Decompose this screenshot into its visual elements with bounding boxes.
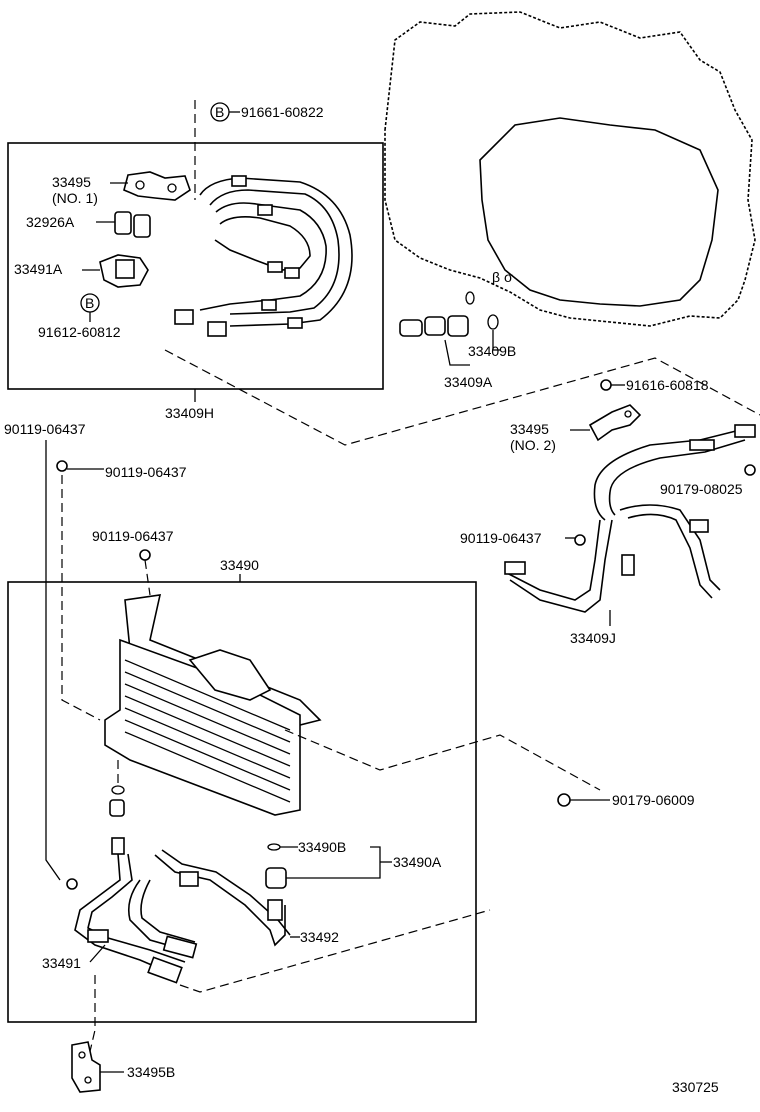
bolt-90119-c: [139, 549, 151, 561]
bolt-90119-lower: [66, 878, 78, 890]
oil-cooler-33490: [104, 594, 322, 816]
label-90119-06437-right: 90119-06437: [460, 530, 542, 546]
label-90119-06437-third: 90119-06437: [92, 528, 174, 544]
cushion-32926a: [114, 211, 151, 238]
label-33490a: 33490A: [393, 854, 442, 870]
label-33490: 33490: [220, 557, 259, 573]
bracket-33495b: [71, 1041, 101, 1093]
hose-assembly-33409j: [504, 424, 756, 613]
label-33495-no2: 33495: [510, 421, 549, 437]
hose-assembly-33409h: [174, 175, 353, 337]
b-mark-top-text: B: [215, 104, 224, 120]
label-91616-60818: 91616-60818: [626, 377, 709, 393]
label-90119-06437-top: 90119-06437: [4, 421, 86, 437]
nut-90179-08025: [744, 464, 756, 476]
fittings-cooler-bottom: [109, 785, 125, 855]
label-90179-08025: 90179-08025: [660, 481, 743, 497]
fittings-33409a: [399, 291, 499, 337]
transmission-housing: β σ: [384, 11, 756, 327]
union-33490a: [265, 867, 287, 889]
bracket-33495-no1: [123, 171, 191, 201]
leader-cooler-right: [284, 729, 601, 791]
label-33490b: 33490B: [298, 839, 346, 855]
leader-bolt-a: [61, 475, 101, 721]
label-33409h: 33409H: [165, 405, 214, 421]
label-33495-no2-sub: (NO. 2): [510, 437, 556, 453]
box-33490: [7, 581, 477, 1023]
bolt-90119-right: [574, 534, 586, 546]
label-91612-60812: 91612-60812: [38, 324, 121, 340]
label-32926a: 32926A: [26, 214, 75, 230]
leader-bolt-c: [144, 559, 151, 596]
label-33495-no1: 33495: [52, 174, 91, 190]
bolt-90119-a: [56, 460, 68, 472]
bracket-33495-no2: [588, 404, 642, 442]
leader-lower-right: [179, 909, 491, 993]
nut-90179-06009: [557, 793, 571, 807]
label-33495b: 33495B: [127, 1064, 175, 1080]
svg-text:β σ: β σ: [492, 269, 513, 285]
label-33491: 33491: [42, 955, 81, 971]
label-33495-no1-sub: (NO. 1): [52, 190, 98, 206]
label-33409a: 33409A: [444, 374, 493, 390]
label-33492: 33492: [300, 929, 339, 945]
label-90119-06437-second: 90119-06437: [105, 464, 187, 480]
label-33409j: 33409J: [570, 630, 616, 646]
clamp-33491a: [99, 254, 149, 288]
label-91661-60822: 91661-60822: [241, 104, 324, 120]
washer-33490b: [267, 843, 281, 851]
figure-number: 330725: [672, 1079, 719, 1095]
label-90179-06009: 90179-06009: [612, 792, 695, 808]
label-33409b: 33409B: [468, 343, 516, 359]
pipes-33491-33492: [74, 849, 291, 984]
leader-33409h-right: [164, 349, 760, 446]
leader-90119-left: [45, 440, 61, 881]
label-33491a: 33491A: [14, 261, 63, 277]
bolt-91616: [600, 379, 612, 391]
b-mark-left-text: B: [85, 295, 94, 311]
